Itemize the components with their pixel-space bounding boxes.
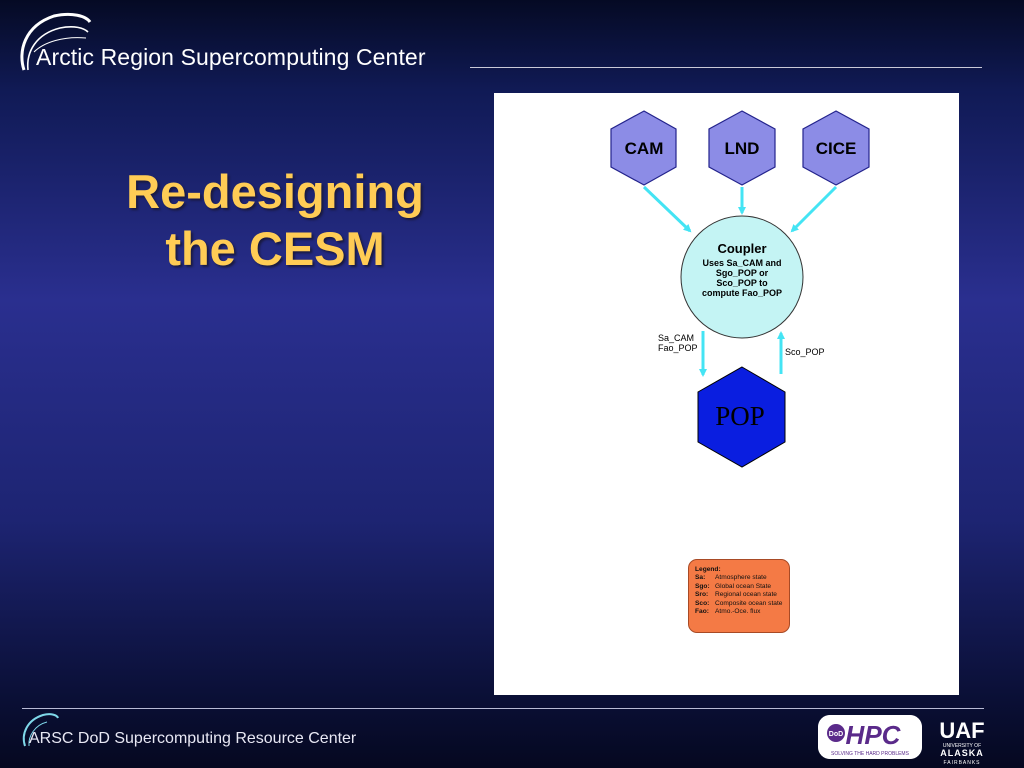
- arrow-cam-to-coupler: [642, 185, 692, 233]
- uaf-line-3: FAIRBANKS: [943, 760, 980, 766]
- coupler-desc-line-4: compute Fao_POP: [702, 288, 782, 298]
- uaf-logo: UAF UNIVERSITY OF ALASKA FAIRBANKS: [939, 718, 984, 766]
- hpc-logo-text: HPC: [846, 720, 902, 750]
- coupler-circle: [680, 215, 804, 339]
- uaf-logo-text: UAF: [939, 718, 984, 743]
- coupler-desc-line-3: Sco_POP to: [716, 278, 768, 288]
- footer-divider: [22, 708, 984, 709]
- cesm-diagram-svg: CAM LND CICE Coupler Uses Sa_CAM and Sgo…: [610, 110, 870, 468]
- uaf-line-2: ALASKA: [940, 748, 984, 758]
- slide-title-line-2: the CESM: [165, 222, 385, 275]
- arrow-label-sa-cam: Sa_CAM: [658, 333, 694, 343]
- cesm-diagram: CAM LND CICE Coupler Uses Sa_CAM and Sgo…: [494, 93, 959, 695]
- legend-key: Sro:: [695, 591, 709, 599]
- legend-desc: Composite ocean state: [715, 599, 783, 607]
- cice-label: CICE: [816, 139, 857, 158]
- legend-item: Fao: Atmo.-Oce. flux: [695, 608, 789, 616]
- arsc-swoosh-logo-icon: [20, 12, 92, 71]
- footer-org-text: ARSC DoD Supercomputing Resource Center: [29, 730, 357, 747]
- arrow-label-fao-pop: Fao_POP: [658, 343, 698, 353]
- hpc-tagline: SOLVING THE HARD PROBLEMS: [831, 751, 910, 757]
- slide-title: Re-designing the CESM: [60, 163, 490, 277]
- uaf-line-1: UNIVERSITY OF: [943, 743, 981, 749]
- legend-desc: Atmosphere state: [715, 574, 767, 582]
- legend-key: Sgo:: [695, 582, 710, 590]
- arsc-small-swoosh-icon: [22, 713, 59, 747]
- component-cice: CICE: [802, 110, 870, 186]
- hpc-badge-text: DoD: [829, 731, 843, 738]
- hpc-modernization-logo: DoD HPC SOLVING THE HARD PROBLEMS: [818, 715, 922, 759]
- legend-item: Sco: Composite ocean state: [695, 600, 789, 608]
- coupler-title: Coupler: [717, 241, 766, 256]
- legend-desc: Global ocean State: [715, 582, 772, 590]
- diagram-legend: Legend: Sa: Atmosphere state Sgo: Global o…: [688, 559, 790, 633]
- header-title: Arctic Region Supercomputing Center: [36, 44, 426, 70]
- coupler-node: Coupler Uses Sa_CAM and Sgo_POP or Sco_P…: [680, 215, 804, 339]
- lnd-label: LND: [725, 139, 760, 158]
- lnd-hexagon: [708, 110, 776, 186]
- cam-hexagon: [610, 110, 677, 186]
- legend-item: Sro: Regional ocean state: [695, 591, 789, 599]
- legend-item: Sgo: Global ocean State: [695, 583, 789, 591]
- coupler-desc-line-1: Uses Sa_CAM and: [702, 258, 781, 268]
- component-pop: POP: [697, 366, 786, 468]
- coupler-desc-line-2: Sgo_POP or: [716, 268, 769, 278]
- legend-item: Sa: Atmosphere state: [695, 574, 789, 582]
- arrow-cice-to-coupler: [790, 185, 838, 233]
- arrow-label-sco-pop: Sco_POP: [785, 347, 825, 357]
- legend-title: Legend:: [695, 566, 721, 573]
- cam-label: CAM: [625, 139, 664, 158]
- pop-hexagon: [697, 366, 786, 468]
- cice-hexagon: [802, 110, 870, 186]
- legend-key: Sco:: [695, 599, 710, 607]
- legend-desc: Atmo.-Oce. flux: [715, 608, 761, 616]
- pop-label: POP: [715, 401, 765, 431]
- slide-title-line-1: Re-designing: [126, 165, 424, 218]
- legend-desc: Regional ocean state: [715, 591, 777, 599]
- legend-key: Sa:: [695, 574, 706, 582]
- header-divider: [470, 67, 982, 68]
- component-lnd: LND: [708, 110, 776, 186]
- legend-key: Fao:: [695, 608, 709, 616]
- component-cam: CAM: [610, 110, 677, 186]
